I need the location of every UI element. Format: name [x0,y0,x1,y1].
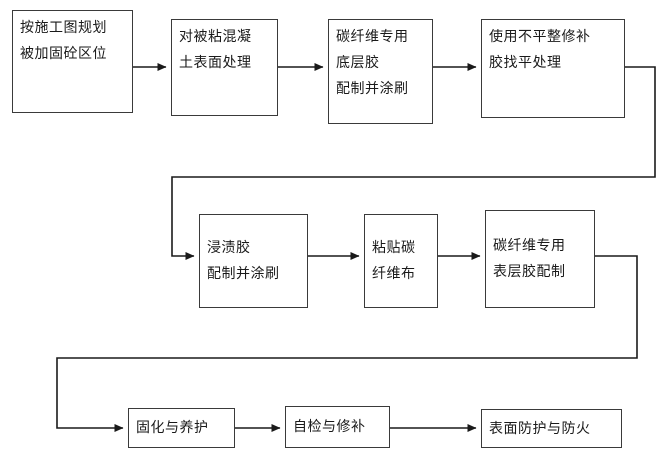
node-label-line: 按施工图规划 [20,20,107,36]
connector-n7-to-n8 [56,255,638,432]
node-label-line: 表层胶配制 [493,264,566,280]
node-label-bond-carbon-fiber-cloth: 粘贴碳纤维布 [365,235,437,287]
connector-n4-to-n5 [171,66,656,260]
connector-group [56,63,656,432]
node-label-primer-adhesive-mixing: 碳纤维专用底层胶配制并涂刷 [329,24,432,102]
node-self-inspection-and-repair[interactable]: 自检与修补 [285,406,390,448]
node-label-concrete-surface-treatment: 对被粘混凝土表面处理 [172,24,277,76]
node-label-line: 对被粘混凝 [179,29,252,45]
node-label-line: 碳纤维专用 [336,29,409,45]
node-label-curing-and-maintenance: 固化与养护 [129,415,234,441]
node-label-line: 浸渍胶 [207,240,251,256]
node-primer-adhesive-mixing[interactable]: 碳纤维专用底层胶配制并涂刷 [328,19,433,124]
node-plan-reinforcement-zone[interactable]: 按施工图规划被加固砼区位 [12,10,133,113]
node-label-line: 粘贴碳 [372,240,416,256]
node-label-line: 土表面处理 [179,55,252,71]
node-label-line: 纤维布 [372,266,416,282]
node-label-line: 底层胶 [336,55,380,71]
node-concrete-surface-treatment[interactable]: 对被粘混凝土表面处理 [171,19,278,116]
node-leveling-putty-treatment[interactable]: 使用不平整修补胶找平处理 [481,19,625,118]
node-topcoat-adhesive-mixing[interactable]: 碳纤维专用表层胶配制 [485,210,595,308]
node-label-surface-protection-and-fireproofing: 表面防护与防火 [482,416,621,442]
node-label-leveling-putty-treatment: 使用不平整修补胶找平处理 [482,24,624,76]
node-label-topcoat-adhesive-mixing: 碳纤维专用表层胶配制 [486,233,594,285]
node-label-self-inspection-and-repair: 自检与修补 [286,414,389,440]
node-label-line: 胶找平处理 [489,55,562,71]
node-label-line: 自检与修补 [293,419,366,435]
node-label-line: 配制并涂刷 [336,81,409,97]
node-label-plan-reinforcement-zone: 按施工图规划被加固砼区位 [13,15,132,67]
node-curing-and-maintenance[interactable]: 固化与养护 [128,408,235,448]
node-label-line: 固化与养护 [136,420,209,436]
node-label-line: 碳纤维专用 [493,238,566,254]
node-label-line: 被加固砼区位 [20,46,107,62]
node-impregnating-adhesive-mixing[interactable]: 浸渍胶配制并涂刷 [199,214,308,308]
node-surface-protection-and-fireproofing[interactable]: 表面防护与防火 [481,409,622,448]
node-bond-carbon-fiber-cloth[interactable]: 粘贴碳纤维布 [364,214,438,308]
node-label-impregnating-adhesive-mixing: 浸渍胶配制并涂刷 [200,235,307,287]
node-label-line: 使用不平整修补 [489,29,591,45]
node-label-line: 配制并涂刷 [207,266,280,282]
node-label-line: 表面防护与防火 [489,420,591,437]
